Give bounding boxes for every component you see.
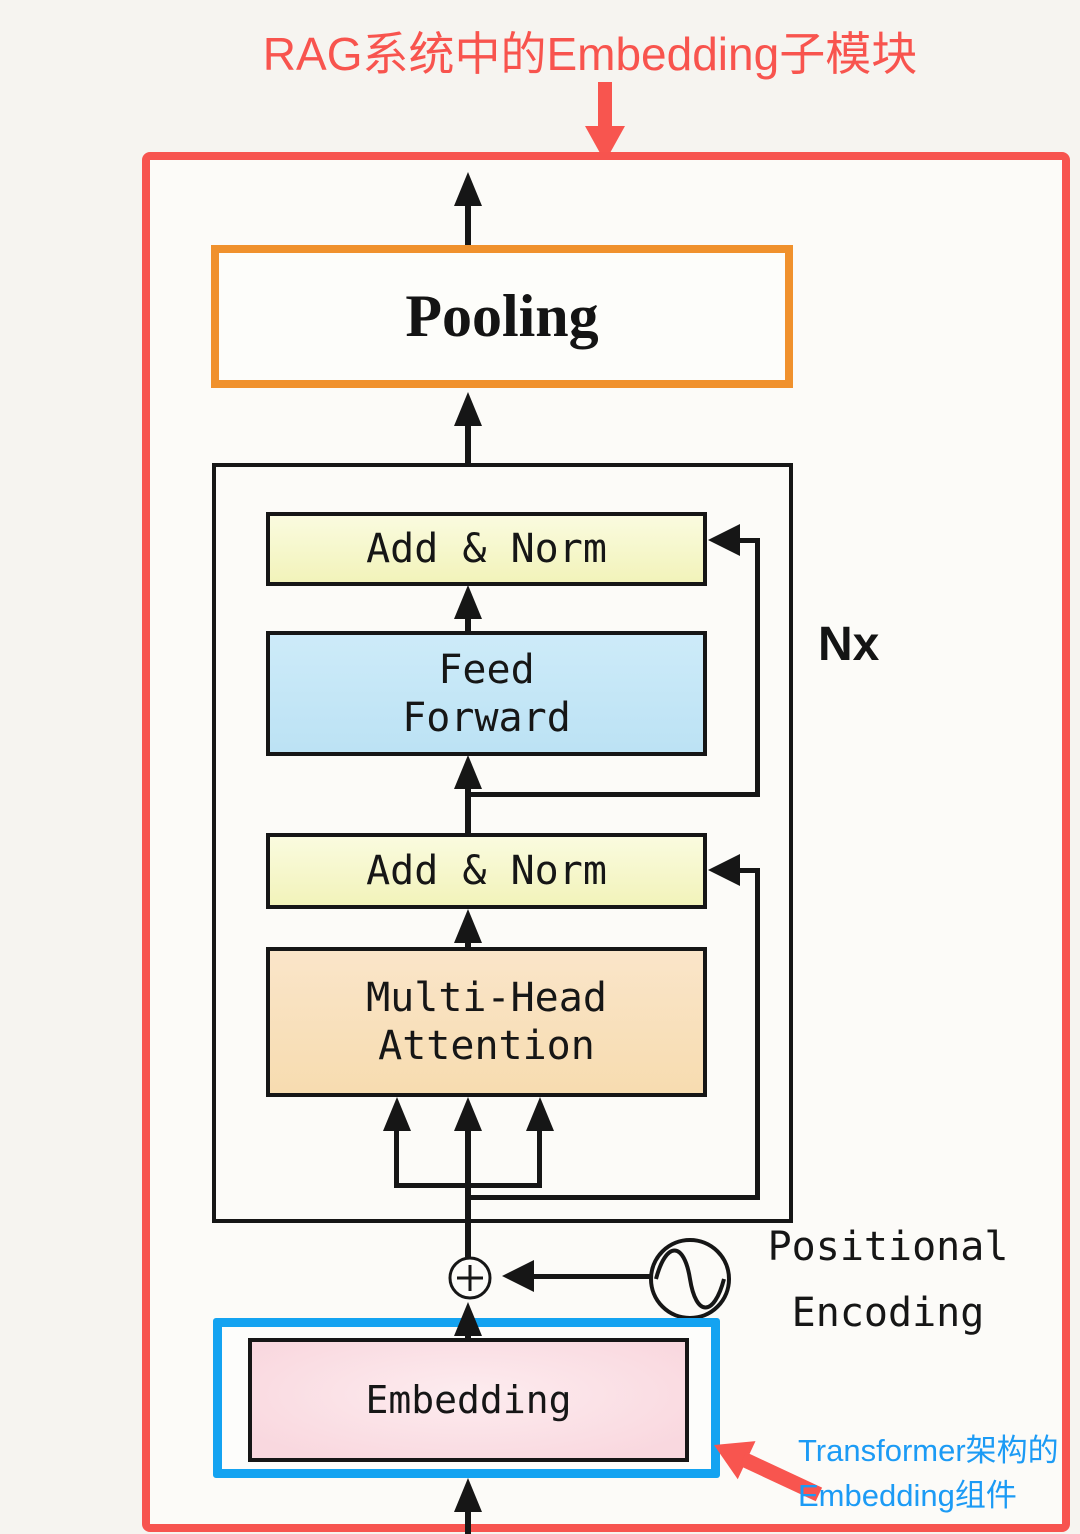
output-arrow-shaft: [465, 200, 471, 245]
add-norm-bottom-box: Add & Norm: [266, 833, 707, 909]
sine-wave-icon: [649, 1238, 731, 1320]
residual1-branch-line: [468, 792, 760, 797]
add-norm-bottom-label: Add & Norm: [366, 848, 607, 894]
mha-input-left-arrow-head-icon: [383, 1097, 411, 1131]
pooling-input-arrow-shaft: [465, 420, 471, 463]
residual1-entry-line: [734, 538, 760, 543]
embedding-note: Transformer架构的 Embedding组件: [798, 1433, 1059, 1513]
multi-head-attention-box: Multi-Head Attention: [266, 947, 707, 1097]
title-callout-arrow-shaft: [598, 82, 612, 130]
mha-input-right-arrow-head-icon: [526, 1097, 554, 1131]
add-norm-top-label: Add & Norm: [366, 526, 607, 572]
mha-input-right-shaft: [537, 1128, 542, 1188]
nx-label: Nx: [818, 618, 880, 671]
residual2-entry-line: [734, 868, 760, 873]
embedding-output-arrow-shaft: [465, 1330, 471, 1342]
plus-circle-icon: [448, 1256, 492, 1300]
feed-forward-box: Feed Forward: [266, 631, 707, 756]
input-arrow-shaft: [465, 1506, 471, 1534]
add-norm-top-box: Add & Norm: [266, 512, 707, 586]
embedding-label: Embedding: [365, 1378, 572, 1422]
residual2-vertical-line: [755, 868, 760, 1198]
ff-to-addnorm-arrow-shaft: [465, 614, 471, 632]
feed-forward-label: Feed Forward: [402, 646, 571, 741]
mha-input-left-shaft: [394, 1128, 399, 1188]
positional-arrow-shaft: [530, 1274, 650, 1279]
multi-head-attention-label: Multi-Head Attention: [366, 975, 607, 1069]
residual2-branch-line: [468, 1195, 760, 1200]
diagram-title: RAG系统中的Embedding子模块: [262, 28, 918, 80]
pooling-label: Pooling: [405, 283, 599, 349]
embedding-box: Embedding: [248, 1338, 689, 1462]
addnorm2-to-ff-arrow-shaft: [465, 783, 471, 833]
positional-encoding-label: Positional Encoding: [767, 1224, 1009, 1336]
ff-to-addnorm-arrow-head-icon: [454, 585, 482, 619]
mha-input-center-shaft: [465, 1125, 471, 1257]
residual1-arrow-head-icon: [708, 524, 740, 556]
mha-to-addnorm-arrow-shaft: [465, 937, 471, 947]
pooling-box: Pooling: [211, 245, 793, 388]
residual2-arrow-head-icon: [708, 854, 740, 886]
mha-input-branch-line: [394, 1183, 542, 1188]
positional-arrow-head-icon: [502, 1260, 534, 1292]
residual1-vertical-line: [755, 540, 760, 797]
encoder-frame: [212, 463, 793, 1223]
